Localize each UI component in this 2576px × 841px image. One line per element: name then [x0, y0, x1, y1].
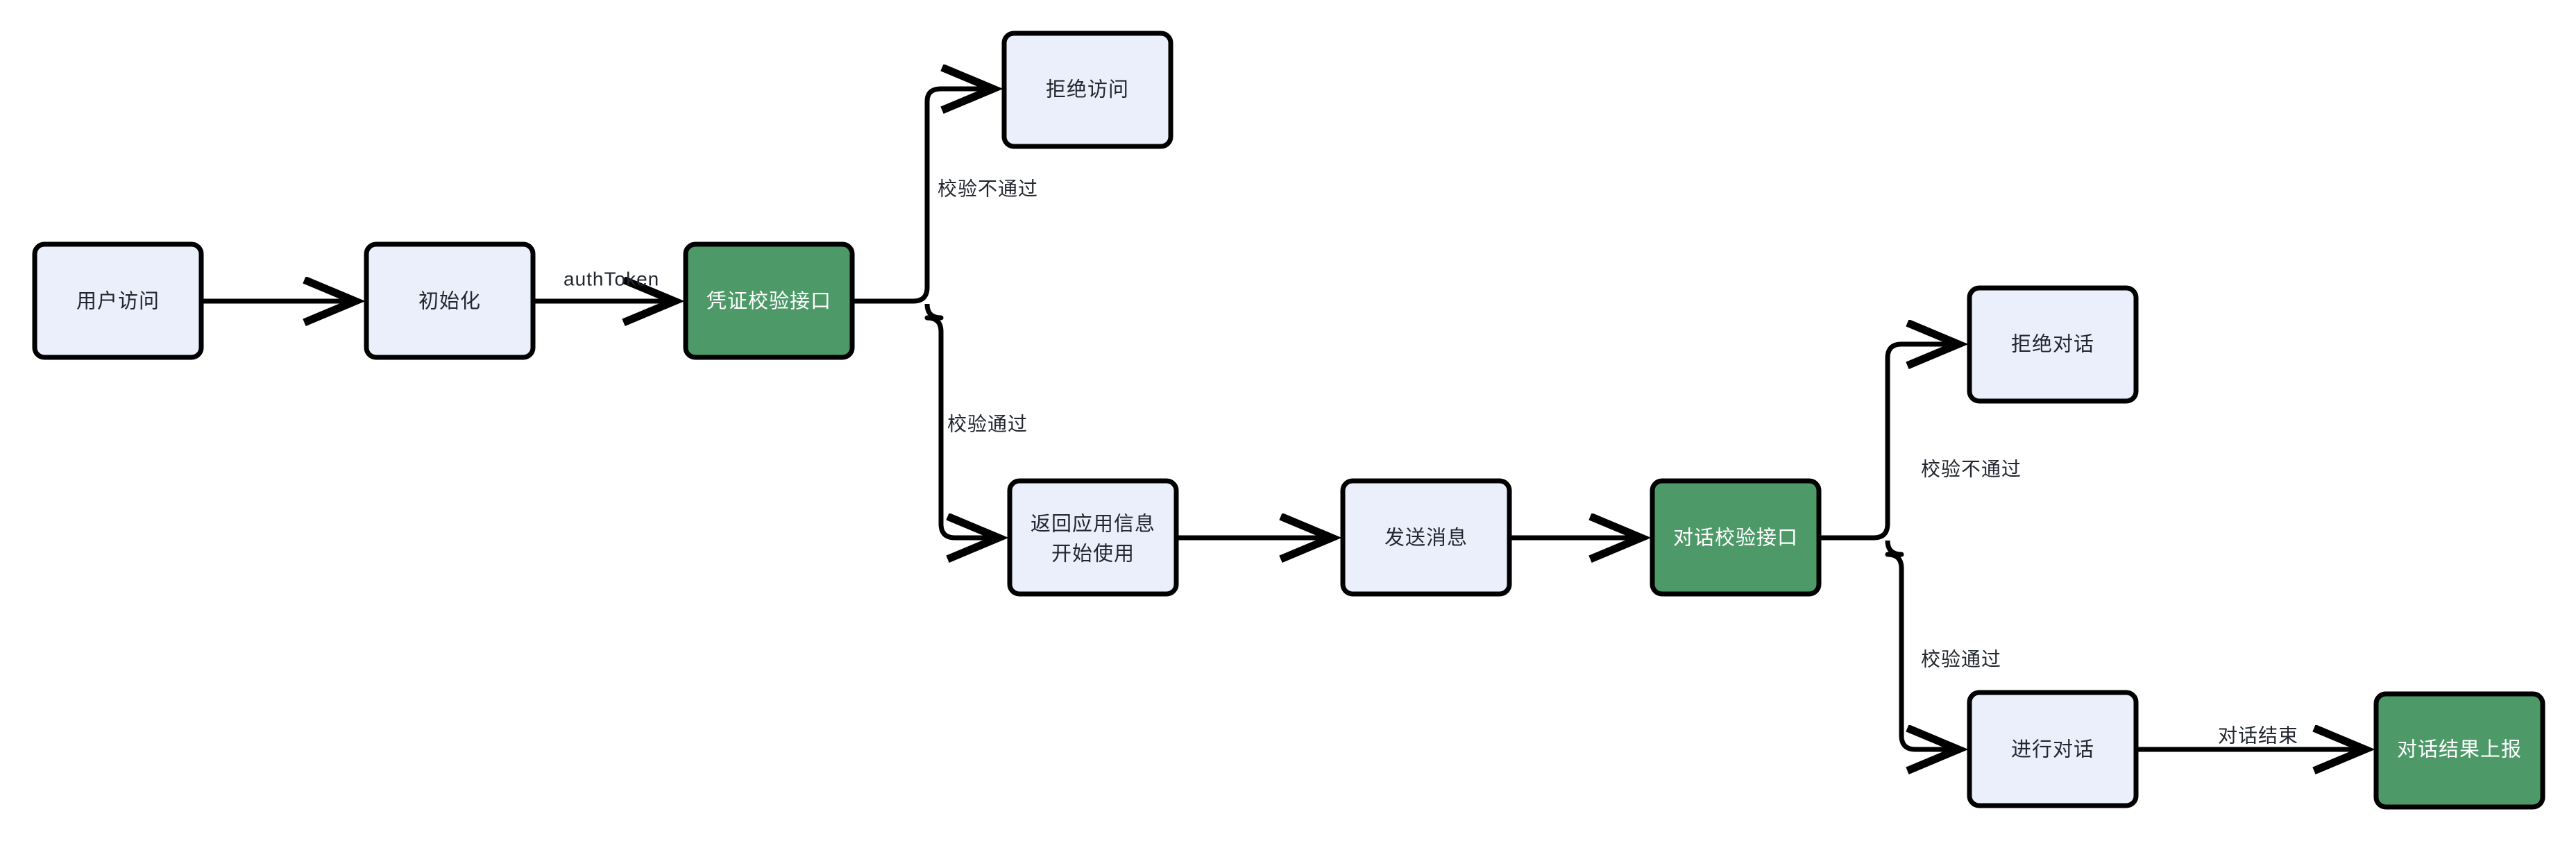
node-credential-verify-api-label: 凭证校验接口 — [706, 290, 831, 313]
node-initialize[interactable]: 初始化 — [364, 241, 536, 360]
node-deny-dialog-label: 拒绝对话 — [2011, 333, 2094, 356]
node-report-dialog-result-label: 对话结果上报 — [2397, 738, 2522, 761]
node-user-access[interactable]: 用户访问 — [32, 241, 204, 360]
node-do-dialog[interactable]: 进行对话 — [1967, 690, 2139, 808]
node-deny-dialog[interactable]: 拒绝对话 — [1967, 285, 2139, 404]
edge-auth-api-to-deny-access — [852, 89, 993, 304]
node-dialog-verify-api[interactable]: 对话校验接口 — [1650, 478, 1822, 597]
edge-label-layer: authToken 校验不通过 校验通过 校验不通过 校验通过 对话结束 — [564, 178, 2298, 746]
edge-dialog-api-to-do-dialog — [1885, 540, 1958, 749]
edge-dialog-api-to-deny-dialog — [1819, 344, 1958, 541]
node-deny-access-box[interactable] — [1001, 31, 1173, 149]
node-return-app-info-box[interactable] — [1007, 478, 1179, 597]
node-dialog-verify-api-label: 对话校验接口 — [1673, 527, 1798, 550]
node-credential-verify-api-box[interactable] — [683, 241, 855, 360]
node-user-access-label: 用户访问 — [76, 290, 160, 313]
edge-layer — [201, 89, 2365, 749]
node-return-app-info[interactable]: 返回应用信息 开始使用 — [1007, 478, 1179, 597]
node-deny-access-label: 拒绝访问 — [1046, 78, 1129, 101]
node-send-message-label: 发送消息 — [1384, 527, 1468, 550]
node-dialog-verify-api-box[interactable] — [1650, 478, 1822, 597]
node-initialize-box[interactable] — [364, 241, 536, 360]
node-return-app-info-label-line2: 开始使用 — [1051, 543, 1135, 566]
edge-label-verify-failed-1: 校验不通过 — [938, 178, 1038, 199]
edge-label-verify-passed-1: 校验通过 — [947, 413, 1028, 434]
node-report-dialog-result[interactable]: 对话结果上报 — [2373, 691, 2545, 810]
node-deny-access[interactable]: 拒绝访问 — [1001, 31, 1173, 149]
edge-label-verify-failed-2: 校验不通过 — [1921, 458, 2022, 479]
edge-label-dialog-end: 对话结束 — [2218, 724, 2298, 746]
edge-auth-api-to-app-info — [924, 303, 999, 538]
node-send-message-box[interactable] — [1340, 478, 1512, 597]
node-deny-dialog-box[interactable] — [1967, 285, 2139, 404]
node-user-access-box[interactable] — [32, 241, 204, 360]
edge-label-authtoken: authToken — [564, 268, 659, 289]
edge-label-verify-passed-2: 校验通过 — [1921, 648, 2001, 670]
node-initialize-label: 初始化 — [418, 290, 481, 313]
node-credential-verify-api[interactable]: 凭证校验接口 — [683, 241, 855, 360]
node-do-dialog-box[interactable] — [1967, 690, 2139, 808]
node-send-message[interactable]: 发送消息 — [1340, 478, 1512, 597]
node-layer: 用户访问 初始化 凭证校验接口 拒绝访问 返回应用信息 开始使用 — [32, 31, 2545, 810]
node-report-dialog-result-box[interactable] — [2373, 691, 2545, 810]
node-do-dialog-label: 进行对话 — [2011, 738, 2094, 761]
node-return-app-info-label-line1: 返回应用信息 — [1031, 513, 1155, 536]
